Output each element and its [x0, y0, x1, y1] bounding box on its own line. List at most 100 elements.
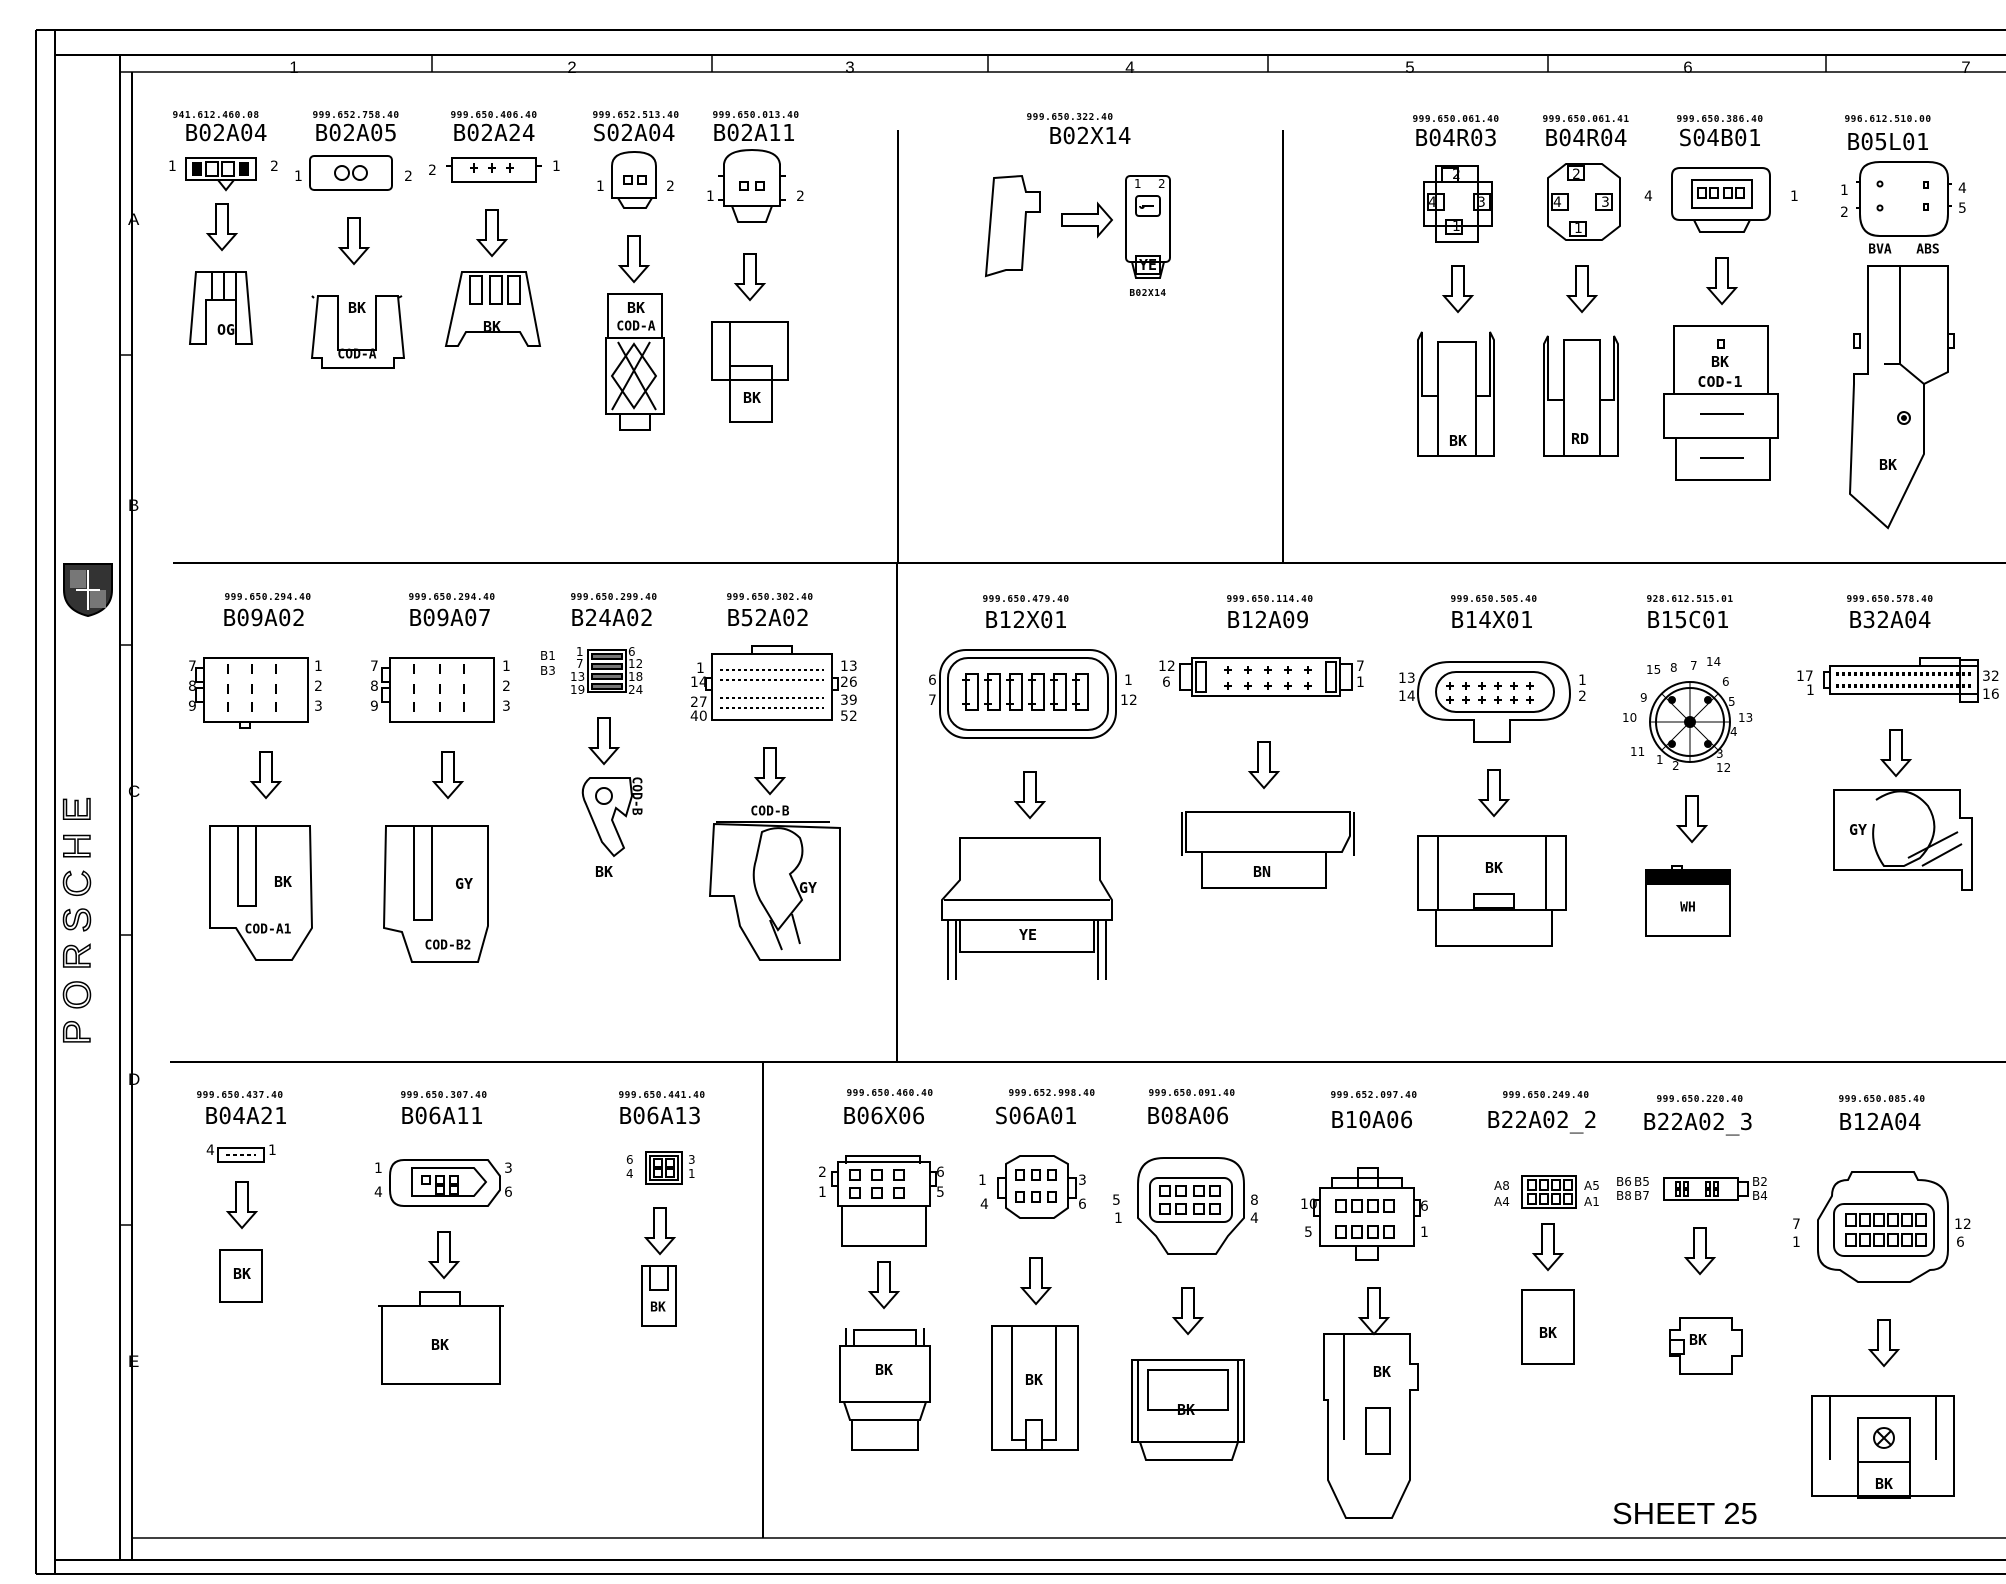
pin-label: 5 — [1112, 1193, 1121, 1209]
pin-label: 17 — [1796, 669, 1814, 685]
code-b14x01: B14X01 — [1450, 608, 1534, 634]
color-label-b06x06: BK — [874, 1361, 894, 1379]
part-number-b02x14: 999.650.322.40 — [1026, 112, 1114, 123]
color-label-b02x14: YE — [1138, 256, 1158, 274]
part-number-b14x01: 999.650.505.40 — [1450, 594, 1538, 605]
connector-b02a05 — [309, 155, 406, 369]
pin-label: 16 — [1982, 687, 2000, 703]
part-number-b12a04: 999.650.085.40 — [1838, 1094, 1926, 1105]
part-number-b10a06: 999.652.097.40 — [1330, 1090, 1418, 1101]
pin-label: 13 — [570, 670, 586, 684]
color-label-s02a04: BK — [626, 299, 646, 317]
pin-label: 3 — [1716, 747, 1724, 761]
part-number-b12a09: 999.650.114.40 — [1226, 594, 1314, 605]
connector-s02a04 — [605, 150, 665, 431]
code-label-b09a02: COD-A1 — [244, 922, 292, 938]
color-label-b10a06: BK — [1372, 1363, 1392, 1381]
part-number-b15c01: 928.612.515.01 — [1646, 594, 1734, 605]
connector-b22a02-3 — [1663, 1177, 1749, 1375]
pin-label: 1 — [1806, 683, 1815, 699]
pin-label: 13 — [1398, 671, 1416, 687]
pin-label: 1 — [1792, 1235, 1801, 1251]
connector-b52a02 — [705, 645, 841, 961]
pin-label: 15 — [1646, 663, 1662, 677]
pin-label: 2 — [1452, 167, 1461, 183]
connector-b12x01 — [939, 649, 1117, 980]
code-b06a11: B06A11 — [400, 1104, 484, 1130]
part-number-b06a11: 999.650.307.40 — [400, 1090, 488, 1101]
pin-label: 7 — [1356, 659, 1365, 675]
pin-label: 4 — [206, 1143, 215, 1159]
pin-label: 12 — [628, 657, 644, 671]
pin-label: 3 — [1477, 195, 1486, 211]
color-label-b32a04: GY — [1848, 821, 1868, 839]
color-label-b22a02-3: BK — [1688, 1331, 1708, 1349]
column-number-6: 6 — [1683, 58, 1693, 77]
pin-label: 5 — [1958, 201, 1967, 217]
code-b02a24: B02A24 — [452, 121, 536, 147]
pin-label: 6 — [928, 673, 937, 689]
pin-label: 4 — [1553, 195, 1562, 211]
pin-label: 12 — [1158, 659, 1176, 675]
code-b32a04: B32A04 — [1848, 608, 1932, 634]
pin-label: 27 — [690, 695, 708, 711]
pin-label: A8 — [1494, 1179, 1510, 1193]
part-number-s06a01: 999.652.998.40 — [1008, 1088, 1096, 1099]
pin-label: 6 — [1162, 675, 1171, 691]
abs-label: ABS — [1916, 242, 1940, 258]
code-b08a06: B08A06 — [1146, 1104, 1230, 1130]
part-number-b12x01: 999.650.479.40 — [982, 594, 1070, 605]
sheet-number: SHEET 25 — [1612, 1496, 1758, 1531]
color-label-b12a04: BK — [1874, 1475, 1894, 1493]
color-label-b12a09: BN — [1252, 863, 1272, 881]
pin-label: B7 — [1634, 1189, 1650, 1203]
pin-label: 14 — [690, 675, 708, 691]
column-number-1: 1 — [289, 58, 299, 77]
pin-label: 1 — [576, 645, 584, 659]
pin-label: 4 — [1958, 181, 1967, 197]
pin-label: 2 — [428, 163, 437, 179]
pin-label: A5 — [1584, 1179, 1600, 1193]
pin-label: 1 — [374, 1161, 383, 1177]
part-number-b05l01: 996.612.510.00 — [1844, 114, 1932, 125]
connector-b04r04 — [1543, 163, 1621, 457]
color-label-b02a04: OG — [216, 321, 236, 339]
pin-label: 2 — [1672, 759, 1680, 773]
pin-label: 7 — [370, 659, 379, 675]
part-number-b02a04: 941.612.460.08 — [172, 110, 260, 121]
part-number-b04r03: 999.650.061.40 — [1412, 114, 1500, 125]
pin-label: 26 — [840, 675, 858, 691]
connector-b02a24 — [444, 157, 542, 347]
code-b04r03: B04R03 — [1414, 126, 1498, 152]
code-b04r04: B04R04 — [1544, 126, 1628, 152]
connector-s04b01 — [1663, 167, 1779, 481]
part-number-s04b01: 999.650.386.40 — [1676, 114, 1764, 125]
part-number-b06x06: 999.650.460.40 — [846, 1088, 934, 1099]
color-label-b09a07: GY — [454, 875, 474, 893]
pin-label: 1 — [688, 1167, 696, 1181]
part-number-b22a02-2: 999.650.249.40 — [1502, 1090, 1590, 1101]
pin-label: 7 — [188, 659, 197, 675]
pin-label: 1 — [502, 659, 511, 675]
color-label-b15c01: WH — [1680, 900, 1696, 916]
pin-label: 4 — [1730, 725, 1738, 739]
pin-label: 2 — [818, 1165, 827, 1181]
color-label-b52a02: GY — [798, 879, 818, 897]
pin-label: 1 — [552, 159, 561, 175]
bva-label: BVA — [1868, 242, 1892, 258]
color-label-b04r04: RD — [1570, 430, 1590, 448]
pin-label: 13 — [1738, 711, 1754, 725]
connector-b09a02 — [195, 657, 314, 961]
pin-label: 5 — [936, 1185, 945, 1201]
connector-b06a11 — [378, 1159, 504, 1385]
column-number-2: 2 — [567, 58, 577, 77]
connector-b02a11 — [711, 148, 789, 423]
pin-label: 7 — [928, 693, 937, 709]
pin-label: 7 — [1792, 1217, 1801, 1233]
color-label-b12x01: YE — [1018, 926, 1038, 944]
code-b10a06: B10A06 — [1330, 1108, 1414, 1134]
connector-b06a13 — [641, 1151, 683, 1327]
code-b12a04: B12A04 — [1838, 1110, 1922, 1136]
code-b09a07: B09A07 — [408, 606, 492, 632]
connector-b24a02 — [581, 649, 634, 858]
